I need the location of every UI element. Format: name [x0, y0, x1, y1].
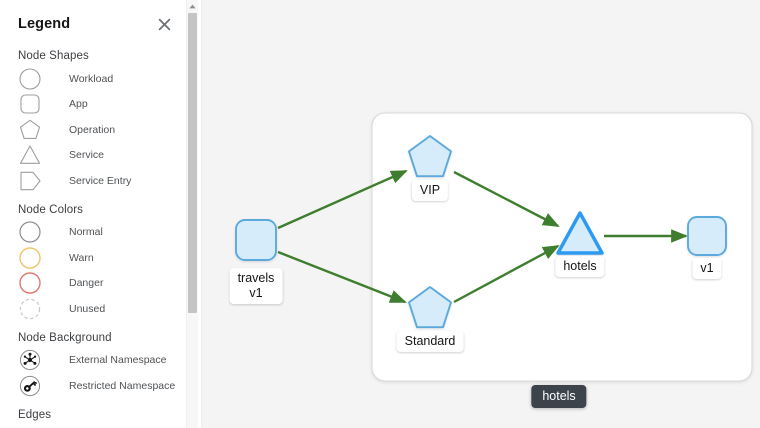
edge-travels-v1-to-standard	[277, 250, 407, 304]
circle-danger-icon	[18, 271, 54, 295]
service-entry-shape-icon	[18, 169, 54, 193]
legend-title: Legend	[18, 16, 71, 32]
legend-header: Legend	[0, 0, 190, 40]
legend-item-operation: Operation	[0, 117, 190, 143]
triangle-shape-icon	[18, 143, 54, 167]
edge-travels-v1-to-vip	[277, 169, 408, 230]
circle-shape-icon	[18, 67, 54, 91]
legend-item-workload: Workload	[0, 66, 190, 92]
node-label-hotels[interactable]: hotels	[555, 256, 605, 277]
node-label-travels-v1[interactable]: travels v1	[229, 268, 283, 304]
node-label-standard[interactable]: Standard	[396, 331, 464, 352]
legend-item-label: Unused	[69, 302, 106, 315]
legend-scrollbar-thumb[interactable]	[188, 13, 197, 313]
legend-item-service-entry: Service Entry	[0, 168, 190, 194]
graph-svg	[235, 112, 753, 382]
graph-nodes	[235, 135, 727, 329]
circle-normal-icon	[18, 220, 54, 244]
node-label-v1[interactable]: v1	[692, 258, 722, 279]
legend-item-label: Danger	[69, 277, 104, 290]
scroll-up-arrow-icon[interactable]	[187, 1, 198, 12]
edge-vip-to-hotels	[453, 170, 560, 228]
legend-item-label: Operation	[69, 123, 116, 136]
graph-canvas[interactable]: travels v1 VIP Standard hotels v1 hotels	[202, 0, 760, 428]
legend-item-label: Warn	[69, 251, 94, 264]
legend-item-app: App	[0, 92, 190, 118]
legend-section-title-node-background: Node Background	[18, 331, 112, 344]
legend-item-danger: Danger	[0, 271, 190, 297]
graph-edges	[277, 169, 688, 304]
legend-panel: Legend Node Shapes Workload A	[0, 0, 202, 428]
legend-item-label: App	[69, 98, 88, 111]
legend-item-label: Normal	[69, 226, 103, 239]
pentagon-shape-icon	[18, 118, 54, 142]
legend-item-label: External Namespace	[69, 354, 167, 367]
node-v1	[687, 216, 727, 256]
circle-warn-icon	[18, 246, 54, 270]
legend-item-label: Service	[69, 149, 105, 162]
legend-section-title-node-colors: Node Colors	[18, 203, 84, 216]
node-hotels	[556, 211, 604, 255]
legend-item-label: Restricted Namespace	[69, 379, 176, 392]
node-label-vip[interactable]: VIP	[411, 180, 449, 201]
hotels-tooltip: hotels	[531, 385, 587, 408]
rounded-square-shape-icon	[18, 92, 54, 116]
edge-standard-to-hotels	[453, 244, 560, 304]
legend-section-title-edges: Edges	[18, 408, 52, 421]
circle-unused-dashed-icon	[18, 297, 54, 321]
legend-item-restricted-namespace: Restricted Namespace	[0, 373, 190, 399]
close-icon[interactable]	[154, 14, 174, 34]
legend-item-label: Workload	[69, 72, 114, 85]
legend-section-title-node-shapes: Node Shapes	[18, 50, 89, 62]
legend-item-unused: Unused	[0, 296, 190, 322]
legend-item-warn: Warn	[0, 245, 190, 271]
legend-item-service: Service	[0, 143, 190, 169]
external-namespace-icon	[18, 348, 54, 372]
node-travels-v1	[235, 219, 277, 261]
legend-scrollbar[interactable]	[186, 0, 198, 428]
legend-scroll-area: Legend Node Shapes Workload A	[0, 0, 190, 428]
legend-item-label: Service Entry	[69, 174, 132, 187]
restricted-namespace-key-icon	[18, 374, 54, 398]
node-vip	[408, 135, 452, 178]
legend-item-normal: Normal	[0, 220, 190, 246]
node-standard	[408, 286, 452, 329]
legend-item-external-namespace: External Namespace	[0, 348, 190, 374]
